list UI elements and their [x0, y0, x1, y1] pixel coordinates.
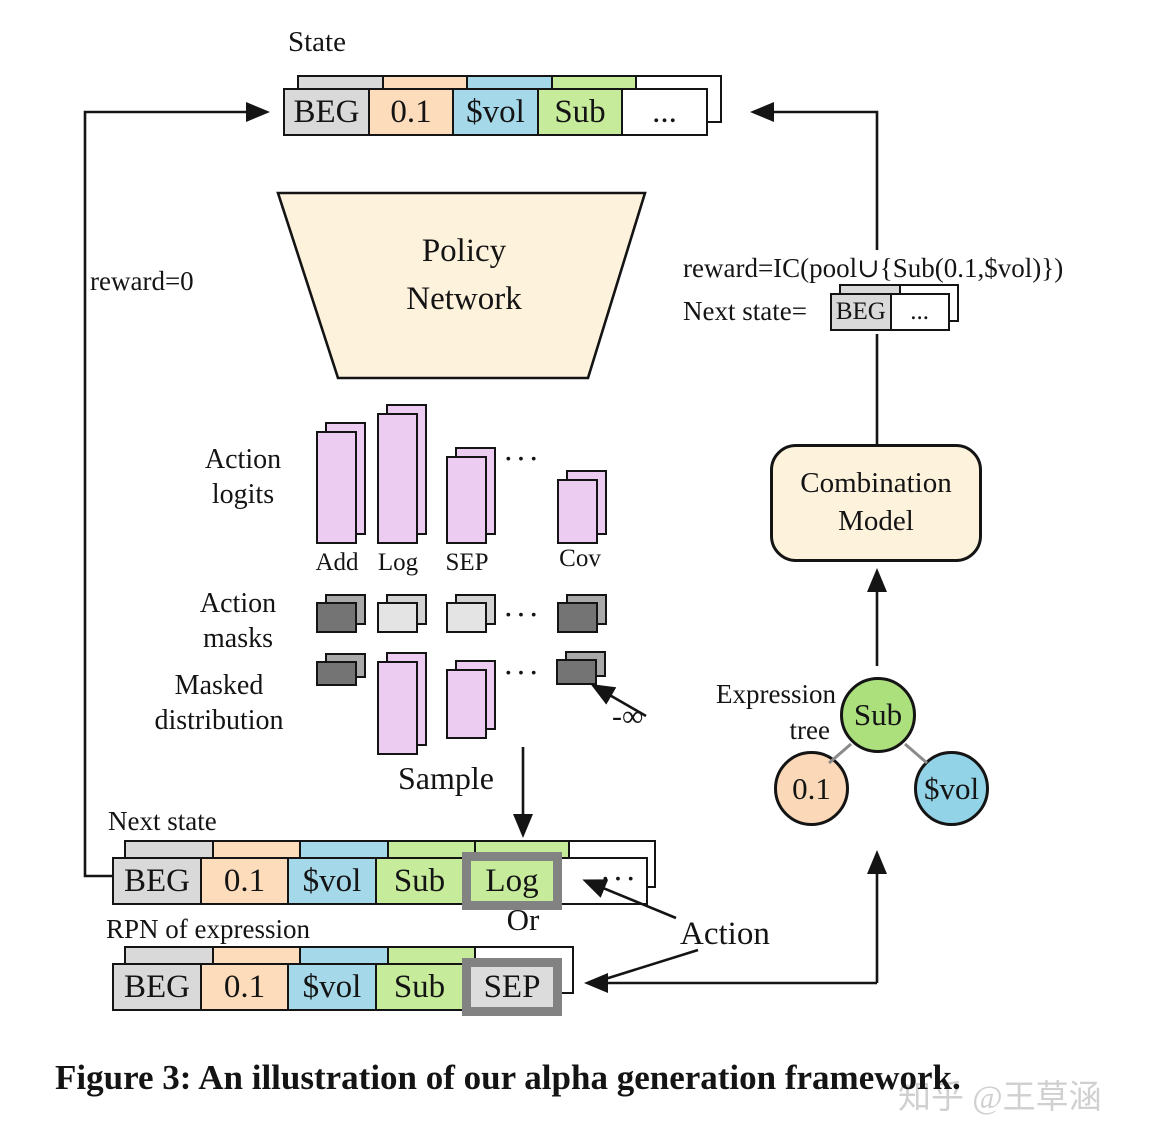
logits-ellipsis: ···: [503, 440, 541, 476]
policy-network-line2: Network: [406, 280, 522, 317]
logit-bar-sep: [446, 456, 487, 544]
tree-node-vol: $vol: [914, 751, 989, 826]
tree-edge-right: [904, 742, 928, 765]
action-logits-label-line1: Action: [204, 444, 282, 475]
next-state-row: BEG 0.1 $vol Sub Log: [112, 852, 648, 910]
bar-label-sep: SEP: [445, 549, 489, 576]
state-label: State: [288, 26, 346, 58]
mask-log: [377, 602, 418, 633]
action-logits-label: Action logits: [176, 442, 310, 512]
token-beg: BEG: [829, 293, 892, 331]
reward-ic-label: reward=IC(pool∪{Sub(0.1,$vol)}): [683, 253, 1064, 283]
masked-add: [316, 661, 357, 686]
masked-bar-sep: [446, 669, 487, 739]
token-sub: Sub: [374, 857, 465, 905]
token-ellipsis: ...: [889, 293, 950, 331]
token-beg: BEG: [112, 963, 202, 1011]
next-state-eq-label: Next state=: [683, 296, 807, 326]
token-const: 0.1: [367, 88, 455, 136]
token-vol: $vol: [452, 88, 539, 136]
masked-distribution-label-line2: distribution: [154, 705, 284, 736]
token-const: 0.1: [199, 857, 290, 905]
neg-infinity-label: -∞: [612, 700, 644, 733]
state-row: BEG 0.1 $vol Sub ...: [283, 88, 708, 136]
token-ellipsis: ...: [621, 88, 708, 136]
combination-model-line1: Combination: [800, 467, 952, 500]
expression-tree-label-line2: tree: [789, 715, 830, 746]
sample-label: Sample: [398, 760, 494, 796]
bar-label-add: Add: [315, 549, 359, 576]
bar-label-log: Log: [377, 549, 419, 576]
figure-caption: Figure 3: An illustration of our alpha g…: [55, 1058, 961, 1097]
action-logits-label-line2: logits: [211, 479, 275, 510]
token-vol: $vol: [287, 857, 377, 905]
expression-tree-label: Expression tree: [688, 676, 836, 749]
token-log-highlighted: Log: [462, 852, 562, 910]
next-state-label: Next state: [108, 806, 217, 836]
bar-label-cov: Cov: [559, 545, 601, 572]
combination-model-box: Combination Model: [770, 444, 982, 562]
mini-state-row: BEG ...: [829, 293, 950, 331]
masked-distribution-label: Masked distribution: [128, 668, 310, 738]
arrow-right-feedback-loop: [750, 102, 879, 250]
mask-sep: [446, 602, 487, 633]
logit-bar-add: [316, 431, 357, 544]
action-masks-label-line1: Action: [199, 588, 277, 619]
token-sub: Sub: [536, 88, 624, 136]
masked-bar-log: [377, 661, 418, 755]
rpn-row: BEG 0.1 $vol Sub SEP: [112, 958, 562, 1016]
mask-add: [316, 602, 357, 633]
logit-bar-log: [377, 413, 418, 544]
watermark: 知乎 @王草涵: [898, 1080, 1102, 1116]
token-sep-highlighted: SEP: [462, 958, 562, 1016]
tree-node-const: 0.1: [774, 751, 849, 826]
line-action-join: [601, 948, 699, 982]
token-vol: $vol: [287, 963, 377, 1011]
next-state-ellipsis: ···: [600, 860, 638, 896]
token-beg: BEG: [112, 857, 202, 905]
masked-ellipsis: ···: [503, 654, 541, 690]
action-label: Action: [680, 916, 770, 952]
token-sub: Sub: [374, 963, 465, 1011]
combination-model-line2: Model: [838, 505, 914, 537]
expression-tree-label-line1: Expression: [716, 679, 836, 709]
tree-node-sub: Sub: [840, 677, 916, 753]
logit-bar-cov: [557, 479, 598, 544]
masked-cov: [556, 659, 597, 685]
policy-network-line1: Policy: [421, 233, 507, 269]
mask-cov: [557, 602, 598, 633]
rpn-label: RPN of expression: [106, 914, 310, 944]
action-masks-label-line2: masks: [203, 623, 273, 654]
token-beg: BEG: [283, 88, 370, 136]
reward-zero-label: reward=0: [90, 266, 194, 296]
masks-ellipsis: ···: [503, 596, 541, 632]
action-masks-label: Action masks: [166, 586, 310, 656]
policy-network-label: Policy Network: [340, 228, 588, 324]
masked-distribution-label-line1: Masked: [174, 670, 264, 701]
token-const: 0.1: [199, 963, 290, 1011]
